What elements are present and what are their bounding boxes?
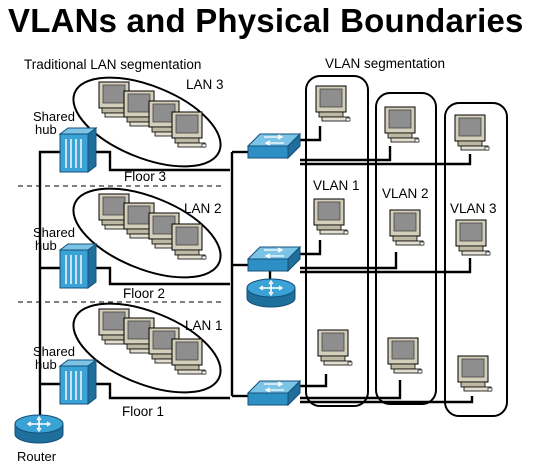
hub-cable: [96, 266, 230, 286]
vlan-2-boundary: [375, 92, 437, 405]
hub-label-line: hub: [35, 238, 57, 253]
shared-hub-icon: [59, 243, 97, 289]
station-cable: [300, 258, 472, 274]
vlan-3-label: VLAN 3: [450, 201, 497, 216]
station-cable: [296, 240, 322, 256]
workstation-icon: [315, 85, 351, 122]
station-cable: [292, 126, 322, 142]
lan-3-group: LAN 3: [72, 76, 224, 168]
riser-cable: [38, 150, 60, 418]
diagram-title: VLANs and Physical Boundaries: [8, 2, 524, 39]
hub-label-line: Shared: [33, 225, 75, 240]
shared-hub-icon: [59, 359, 97, 405]
hub-label-line: Shared: [33, 109, 75, 124]
station-cable: [300, 146, 392, 162]
floor-3-label: Floor 3: [124, 169, 166, 184]
floor-1-label: Floor 1: [122, 404, 164, 419]
lan-2-group: LAN 2: [72, 187, 222, 279]
switch-icon: [247, 246, 301, 272]
hub-cable: [96, 150, 230, 172]
switch-icon: [247, 380, 301, 406]
station-cable: [300, 396, 474, 404]
hub-label-line: Shared: [33, 344, 75, 359]
workstation-icon: [384, 106, 420, 143]
shared-hub-icon: [59, 127, 97, 173]
lan-2-label: LAN 2: [184, 201, 222, 216]
workstation-icon: [313, 198, 349, 235]
switch-icon: [247, 133, 301, 159]
vlan-1-label: VLAN 1: [313, 178, 360, 193]
vlan-2-label: VLAN 2: [382, 186, 429, 201]
hub-cable: [96, 382, 230, 400]
workstation-icon: [454, 114, 490, 151]
hub-label-line: hub: [35, 122, 57, 137]
lan-1-boundary: [72, 302, 222, 394]
station-cable: [300, 252, 398, 270]
workstation-icon: [389, 209, 425, 246]
router-icon: [246, 278, 296, 308]
lan-2-boundary: [72, 187, 222, 279]
workstation-icon: [387, 337, 423, 374]
traditional-lan-heading: Traditional LAN segmentation: [24, 57, 201, 72]
lan-1-group: LAN 1: [72, 302, 223, 394]
workstation-icon: [455, 219, 491, 256]
router-label: Router: [17, 449, 57, 464]
workstation-icon: [457, 355, 493, 392]
lan-3-boundary: [72, 76, 222, 168]
vlan-segmentation-heading: VLAN segmentation: [325, 56, 445, 71]
lan-3-label: LAN 3: [186, 77, 224, 92]
floor-2-label: Floor 2: [123, 286, 165, 301]
hub-label-line: hub: [35, 357, 57, 372]
station-cable: [300, 380, 402, 400]
lan-1-label: LAN 1: [185, 318, 223, 333]
station-cable: [300, 154, 472, 166]
vlan-1-boundary: [305, 75, 369, 407]
workstation-icon: [317, 329, 353, 366]
vlan-3-boundary: [444, 102, 508, 417]
router-icon: [14, 414, 64, 444]
